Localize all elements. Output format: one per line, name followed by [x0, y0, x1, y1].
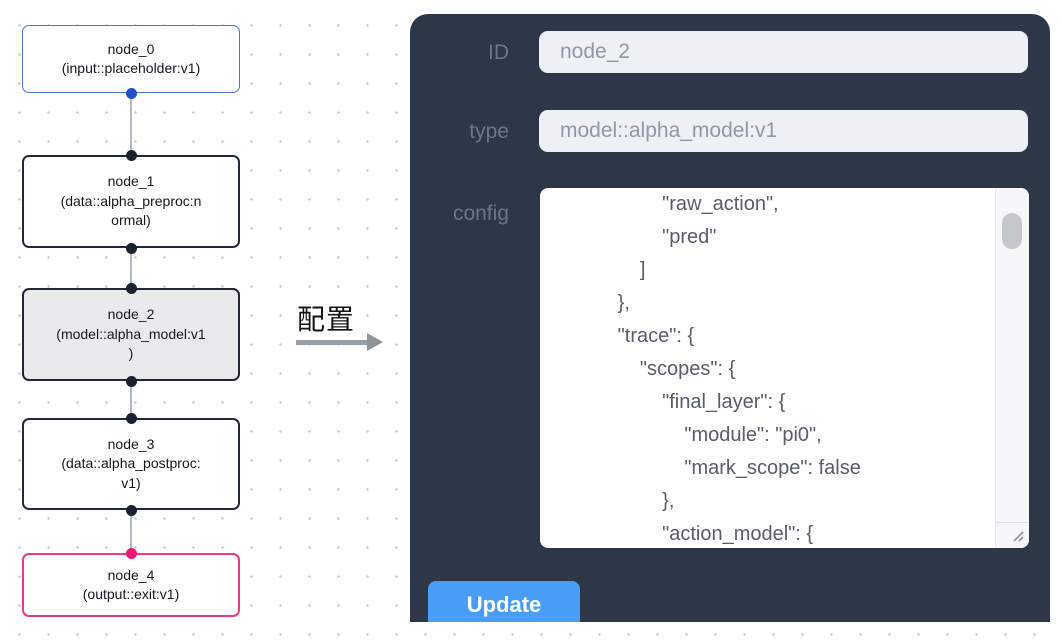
handle-node2-source[interactable]	[125, 375, 137, 387]
id-input-value: node_2	[560, 40, 631, 63]
node-title: node_4	[107, 566, 155, 583]
update-button[interactable]: Update	[428, 581, 580, 622]
node-node_0[interactable]: node_0 (input::placeholder:v1)	[22, 25, 240, 93]
node-type: (data::alpha_postproc:	[61, 455, 201, 472]
node-node_3[interactable]: node_3 (data::alpha_postproc: v1)	[22, 418, 240, 510]
handle-node1-target[interactable]	[125, 149, 137, 161]
node-type: ormal)	[111, 212, 151, 229]
node-type: (model::alpha_model:v1	[56, 325, 206, 342]
node-title: node_1	[107, 173, 155, 190]
type-field-label: type	[469, 120, 509, 143]
edge-node3-node4	[130, 510, 132, 553]
handle-node4-target[interactable]	[125, 547, 137, 559]
config-field-label: config	[452, 202, 509, 225]
edge-node1-node2	[130, 248, 132, 288]
config-json-text: "raw_action", "pred" ] }, "trace": { "sc…	[617, 193, 861, 545]
handle-node0-source[interactable]	[125, 87, 137, 99]
type-input-value: model::alpha_model:v1	[560, 119, 778, 142]
arrow-right-icon	[296, 333, 386, 351]
node-type: (data::alpha_preproc:n	[60, 192, 202, 209]
id-field-label: ID	[488, 41, 509, 64]
node-type: (output::exit:v1)	[82, 586, 180, 602]
scrollbar-thumb[interactable]	[1002, 213, 1022, 249]
resize-handle-icon[interactable]	[1008, 526, 1026, 544]
scrollbar-corner-divider	[995, 522, 1029, 523]
node-node_2-selected[interactable]: node_2 (model::alpha_model:v1 )	[22, 288, 240, 381]
id-input[interactable]: node_2	[539, 31, 1028, 73]
node-node_4[interactable]: node_4 (output::exit:v1)	[22, 553, 240, 617]
config-textarea[interactable]: "raw_action", "pred" ] }, "trace": { "sc…	[540, 188, 1029, 548]
node-node_1[interactable]: node_1 (data::alpha_preproc:n ormal)	[22, 155, 240, 248]
config-annotation-label: 配置	[297, 304, 356, 335]
edge-node0-node1	[130, 93, 132, 155]
node-type: v1)	[121, 474, 141, 491]
handle-node2-target[interactable]	[125, 282, 137, 294]
node-title: node_0	[107, 40, 155, 57]
handle-node1-source[interactable]	[125, 242, 137, 254]
node-type: )	[128, 345, 134, 362]
handle-node3-source[interactable]	[125, 504, 137, 516]
handle-node3-target[interactable]	[125, 412, 137, 424]
type-input[interactable]: model::alpha_model:v1	[539, 110, 1028, 152]
edge-node2-node3	[130, 381, 132, 418]
node-title: node_2	[107, 306, 155, 323]
node-type: (input::placeholder:v1)	[61, 60, 201, 76]
config-panel: ID node_2 type model::alpha_model:v1 con…	[410, 14, 1050, 622]
node-title: node_3	[107, 435, 155, 452]
